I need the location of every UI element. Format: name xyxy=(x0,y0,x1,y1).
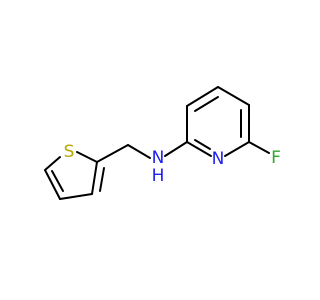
bond-nh-pyridine xyxy=(164,141,188,157)
bond-c5-s xyxy=(44,156,61,171)
bond-c6-f xyxy=(248,141,270,154)
methylene-linker xyxy=(96,141,188,163)
bond-c4-c5-double-inner xyxy=(51,170,64,192)
fluorine-atom-label: F xyxy=(271,148,281,168)
molecule-diagram: S N H N F xyxy=(44,86,281,200)
bond-c4-c5-double-outer xyxy=(44,169,61,200)
amine-nitrogen-label: N xyxy=(152,148,165,168)
pyridine-nitrogen-label: N xyxy=(212,149,225,169)
bond-c6-n1 xyxy=(224,141,250,157)
amine-hydrogen-label: H xyxy=(152,166,165,186)
bond-c2-ch2 xyxy=(96,144,129,163)
bond-c3-c4 xyxy=(59,193,93,200)
thiophene-ring xyxy=(44,151,105,200)
bond-c4-c5 xyxy=(217,86,250,106)
pyridine-ring xyxy=(186,86,270,157)
bond-s-c2 xyxy=(76,151,98,163)
bond-ch2-nh xyxy=(127,144,151,159)
bond-c3-c4-double-outer xyxy=(186,86,219,107)
bond-c2-c3-double-outer xyxy=(91,161,98,195)
sulfur-atom-label: S xyxy=(64,142,75,162)
bond-n1-c2-inner xyxy=(194,139,211,150)
bond-c3-c4-double-inner xyxy=(194,96,219,112)
bond-n1-c2-outer xyxy=(186,141,212,157)
bond-c2-c3-double-inner xyxy=(99,167,105,192)
